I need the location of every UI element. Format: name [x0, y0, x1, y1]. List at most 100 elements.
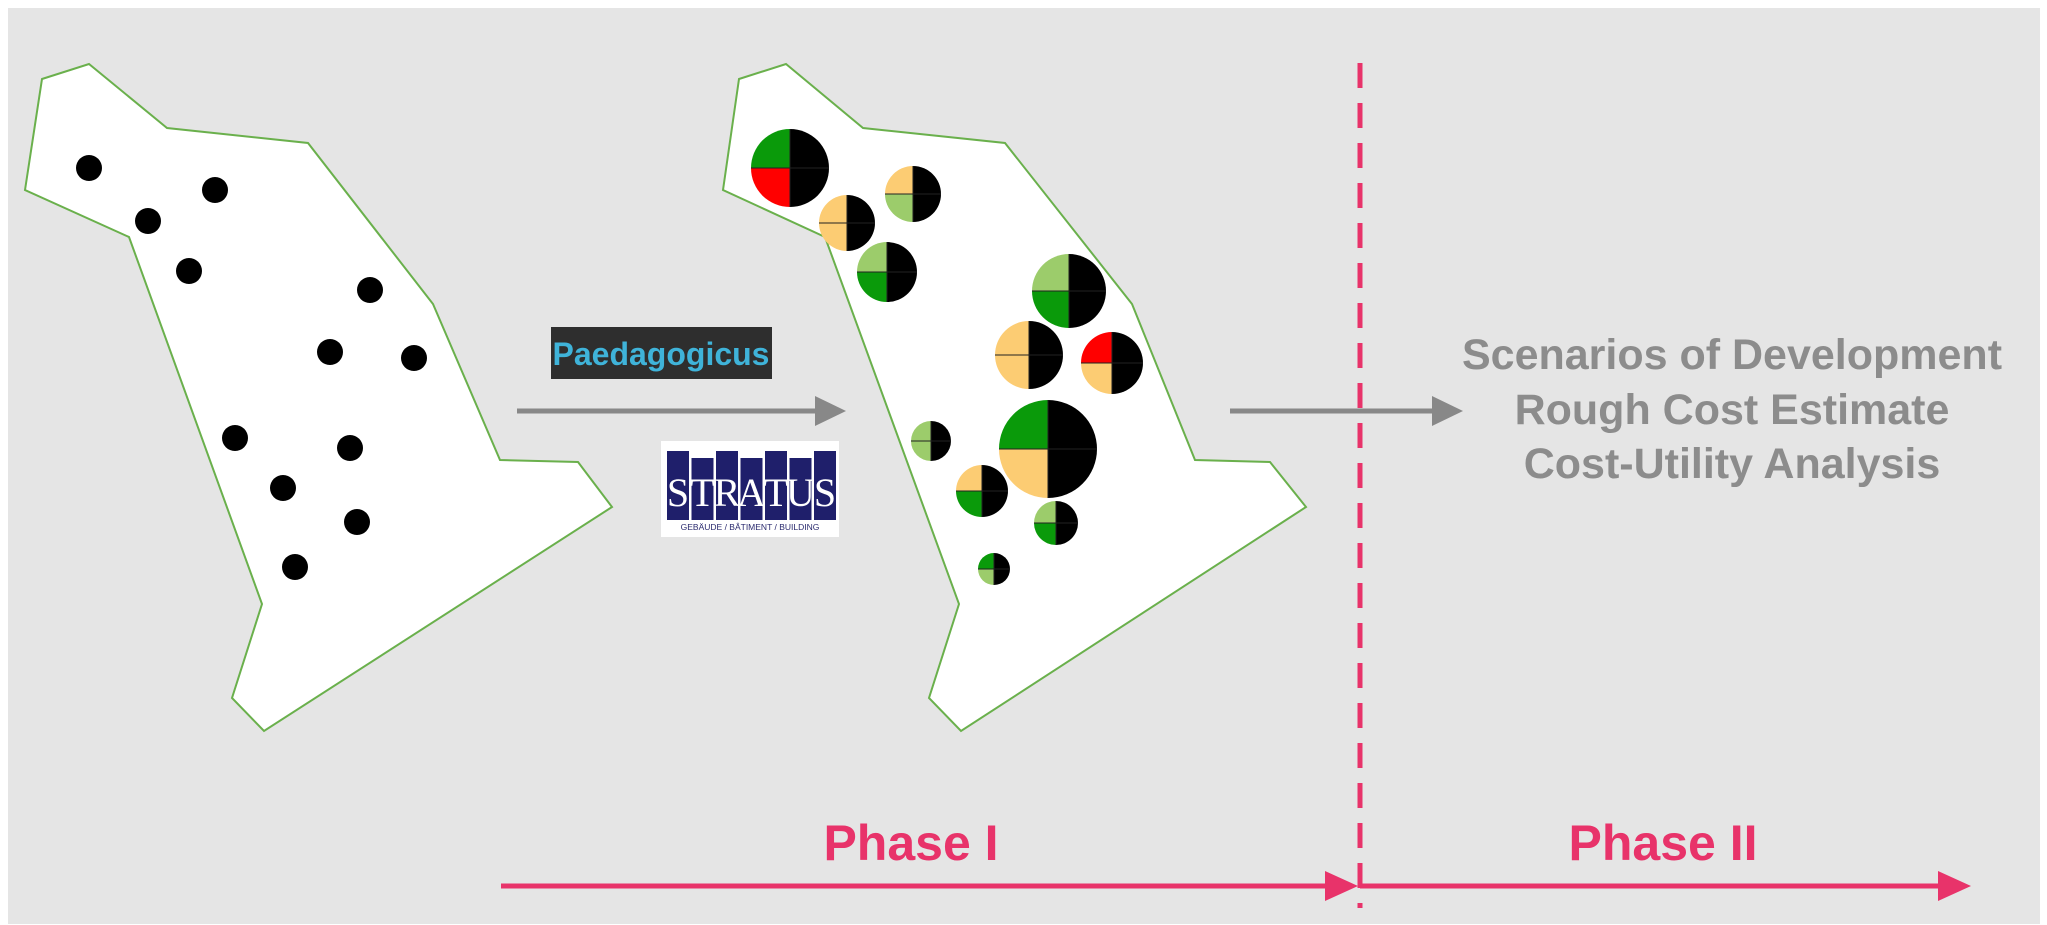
- building-dot: [270, 475, 296, 501]
- stratus-letter-box: [765, 451, 787, 520]
- phase-2-label: Phase II: [1569, 815, 1758, 871]
- building-dot: [337, 435, 363, 461]
- stratus-letter-box: [740, 458, 763, 520]
- building-evaluation-pie: [885, 166, 941, 222]
- building-dot: [317, 339, 343, 365]
- building-dot: [282, 554, 308, 580]
- pie-quadrant: [995, 321, 1029, 355]
- pie-quadrant: [885, 194, 913, 222]
- building-dot: [357, 277, 383, 303]
- stratus-letter: T: [690, 470, 714, 515]
- pie-quadrant: [1034, 523, 1056, 545]
- pie-quadrant: [1056, 523, 1078, 545]
- stratus-letter: S: [667, 470, 689, 515]
- phase-2: Phase II: [1360, 815, 1971, 901]
- pie-quadrant: [1032, 291, 1069, 328]
- pie-quadrant: [913, 194, 941, 222]
- stratus-letter-box: [667, 451, 689, 520]
- pie-quadrant: [887, 242, 917, 272]
- pie-quadrant: [978, 553, 994, 569]
- building-dot: [76, 155, 102, 181]
- pie-quadrant: [911, 441, 931, 461]
- pie-quadrant: [1048, 449, 1097, 498]
- building-dot: [401, 345, 427, 371]
- pie-quadrant: [994, 553, 1010, 569]
- pie-quadrant: [887, 272, 917, 302]
- pie-quadrant: [790, 168, 829, 207]
- pie-quadrant: [994, 569, 1010, 585]
- pie-quadrant: [931, 441, 951, 461]
- pie-quadrant: [995, 355, 1029, 389]
- building-dot: [344, 509, 370, 535]
- building-dot: [202, 177, 228, 203]
- building-dot: [222, 425, 248, 451]
- pie-quadrant: [847, 195, 875, 223]
- site-plan-before: [23, 62, 614, 733]
- phase-1: Phase I: [501, 815, 1358, 901]
- building-evaluation-pie: [1081, 332, 1143, 394]
- phase-1-label: Phase I: [823, 815, 998, 871]
- paedagogicus-logo: Paedagogicus: [551, 327, 772, 379]
- pie-quadrant: [751, 168, 790, 207]
- building-evaluation-pie: [857, 242, 917, 302]
- evaluated-buildings: [751, 129, 1143, 585]
- building-evaluation-pie: [911, 421, 951, 461]
- pie-quadrant: [1032, 254, 1069, 291]
- pie-quadrant: [1112, 332, 1143, 363]
- building-evaluation-pie: [956, 465, 1008, 517]
- pie-quadrant: [956, 465, 982, 491]
- pie-quadrant: [1048, 400, 1097, 449]
- phase-1-arrowhead: [1325, 871, 1358, 901]
- pie-quadrant: [913, 166, 941, 194]
- building-evaluation-pie: [1034, 501, 1078, 545]
- pie-quadrant: [1081, 332, 1112, 363]
- stratus-letter-box: [691, 458, 714, 520]
- stratus-letter-box: [814, 451, 836, 520]
- process-arrow: [517, 396, 846, 426]
- outcome-cost-utility: Cost-Utility Analysis: [1524, 440, 1941, 488]
- building-evaluation-pie: [999, 400, 1097, 498]
- stratus-subtitle: GEBÄUDE / BÂTIMENT / BUILDING: [681, 522, 820, 532]
- pie-quadrant: [847, 223, 875, 251]
- outcome-scenarios: Scenarios of Development: [1462, 331, 2002, 379]
- pie-quadrant: [751, 129, 790, 168]
- building-points: [76, 155, 427, 580]
- outcome-cost-estimate: Rough Cost Estimate: [1515, 386, 1950, 434]
- building-dot: [176, 258, 202, 284]
- stratus-letter-box: [716, 451, 738, 520]
- building-dot: [135, 208, 161, 234]
- outcomes-text: Scenarios of Development Rough Cost Esti…: [1462, 331, 2002, 488]
- building-evaluation-pie: [819, 195, 875, 251]
- stratus-letter-box: [789, 458, 812, 520]
- pie-quadrant: [1034, 501, 1056, 523]
- building-evaluation-pie: [995, 321, 1063, 389]
- pie-quadrant: [911, 421, 931, 441]
- building-evaluation-pie: [1032, 254, 1106, 328]
- phase-2-arrowhead: [1938, 871, 1971, 901]
- pie-quadrant: [956, 491, 982, 517]
- site-outline: [23, 62, 614, 733]
- pie-quadrant: [819, 195, 847, 223]
- pie-quadrant: [857, 272, 887, 302]
- site-plan-after: [721, 62, 1308, 733]
- outcome-arrow: [1230, 396, 1463, 426]
- stratus-letter: A: [737, 470, 766, 515]
- pie-quadrant: [885, 166, 913, 194]
- pie-quadrant: [999, 400, 1048, 449]
- pie-quadrant: [931, 421, 951, 441]
- pie-quadrant: [790, 129, 829, 168]
- building-evaluation-pie: [978, 553, 1010, 585]
- pie-quadrant: [982, 491, 1008, 517]
- pie-quadrant: [819, 223, 847, 251]
- pie-quadrant: [1069, 254, 1106, 291]
- pie-quadrant: [1069, 291, 1106, 328]
- pie-quadrant: [1081, 363, 1112, 394]
- pie-quadrant: [978, 569, 994, 585]
- paedagogicus-text: Paedagogicus: [553, 336, 770, 372]
- building-evaluation-pie: [751, 129, 829, 207]
- pie-quadrant: [1029, 355, 1063, 389]
- pie-quadrant: [982, 465, 1008, 491]
